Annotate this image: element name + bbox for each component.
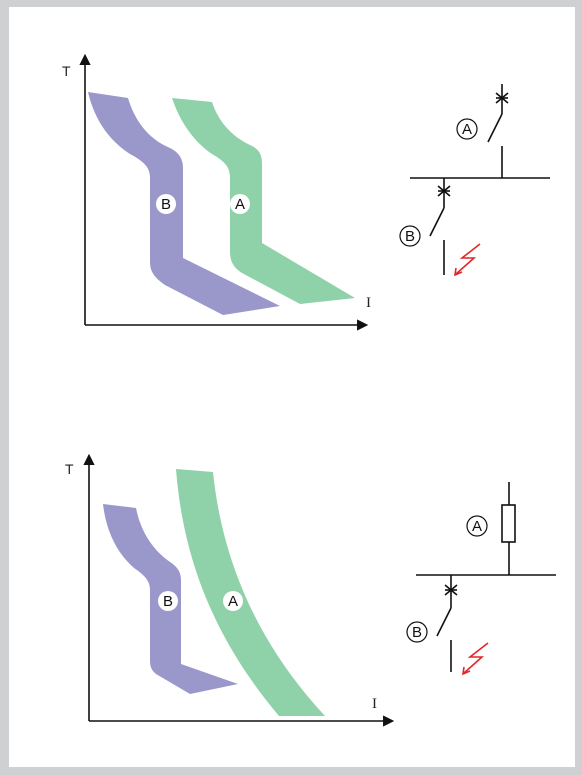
breaker-b-contact (429, 207, 445, 237)
device-b-badge (399, 225, 421, 247)
curve-a-band (172, 98, 355, 304)
device-a-badge-label: A (462, 121, 472, 138)
diagram-fuse-breaker: T I B A A B (65, 453, 556, 727)
curve-b-badge-label-2: B (163, 593, 173, 610)
curve-b-band (88, 92, 280, 315)
schematic-2 (416, 482, 556, 672)
curve-a-badge-label: A (235, 196, 245, 213)
fault-icon-2 (462, 642, 489, 676)
breaker-a-contact (487, 113, 503, 143)
fault-icon (454, 243, 481, 277)
fuse-a-body (501, 504, 516, 543)
curve-a-badge (230, 194, 250, 214)
y-axis-label: T (62, 63, 71, 79)
device-a-badge-label-2: A (472, 518, 482, 535)
y-axis-label-2: T (65, 461, 74, 477)
diagram-breaker-breaker: T I B A A B (62, 53, 550, 331)
curve-b-badge-label: B (161, 196, 171, 213)
device-b-badge-label-2: B (412, 624, 422, 641)
breaker-b-contact-2 (436, 607, 452, 637)
curve-b-badge (156, 194, 176, 214)
device-a-badge (456, 118, 478, 140)
curve-b-badge-2 (158, 591, 178, 611)
curve-a-band-2 (176, 469, 325, 716)
curve-a-badge-2 (223, 591, 243, 611)
device-b-badge-label: B (405, 228, 415, 245)
curve-a-badge-label-2: A (228, 593, 238, 610)
schematic-1 (410, 84, 550, 275)
figure-frame (9, 7, 575, 767)
device-a-badge-2 (466, 515, 488, 537)
x-axis-label: I (366, 295, 371, 311)
x-axis-label-2: I (372, 696, 377, 712)
device-b-badge-2 (406, 621, 428, 643)
